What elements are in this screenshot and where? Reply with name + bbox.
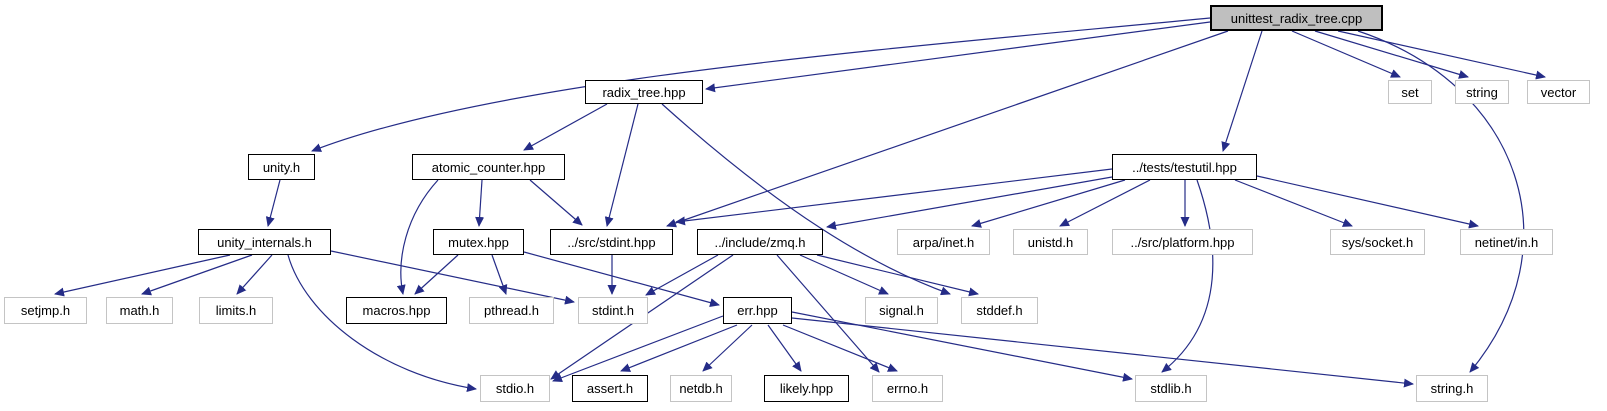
node-src_stdint_hpp[interactable]: ../src/stdint.hpp [550,229,673,255]
edge-err_hpp-to-stdio_h [552,315,724,382]
edge-err_hpp-to-errno_h [782,324,898,372]
edge-unittest_radix_tree_cpp-to-radix_tree_hpp [705,21,1211,93]
edge-unity_internals_h-to-stdio_h [287,254,477,393]
node-stdint_h: stdint.h [578,297,648,324]
edge-err_hpp-to-string_h [791,317,1414,388]
edge-unittest_radix_tree_cpp-to-unity_h [311,17,1211,152]
edge-unity_internals_h-to-setjmp_h [54,254,231,297]
edge-radix_tree_hpp-to-stddef_h [661,103,951,296]
edge-testutil_hpp-to-include_zmq_h [826,176,1113,230]
edge-testutil_hpp-to-arpa_inet_h [971,179,1126,228]
node-vector: vector [1527,80,1590,104]
node-unity_internals_h[interactable]: unity_internals.h [198,229,331,255]
edge-mutex_hpp-to-pthread_h [491,254,508,295]
edge-include_zmq_h-to-stdint_h [645,254,719,296]
edge-atomic_counter_hpp-to-macros_hpp [396,179,439,295]
node-arpa_inet_h: arpa/inet.h [897,229,990,255]
node-err_hpp[interactable]: err.hpp [723,297,792,324]
edge-unity_internals_h-to-math_h [141,254,253,296]
node-likely_hpp[interactable]: likely.hpp [764,375,849,402]
edge-unity_internals_h-to-limits_h [236,254,273,295]
node-netinet_in_h: netinet/in.h [1460,229,1553,255]
edge-include_zmq_h-to-stddef_h [816,254,979,297]
edge-unittest_radix_tree_cpp-to-src_stdint_hpp [666,30,1229,228]
edge-unittest_radix_tree_cpp-to-set [1291,30,1401,78]
node-stdlib_h: stdlib.h [1135,375,1207,402]
node-netdb_h: netdb.h [670,375,732,402]
edge-unity_internals_h-to-stdint_h [330,250,575,305]
node-unity_h[interactable]: unity.h [248,154,315,180]
node-errno_h: errno.h [872,375,943,402]
edge-err_hpp-to-stdlib_h [791,311,1133,382]
edge-atomic_counter_hpp-to-mutex_hpp [475,179,485,227]
node-setjmp_h: setjmp.h [4,297,87,324]
edge-err_hpp-to-likely_hpp [767,324,802,372]
node-signal_h: signal.h [865,297,938,324]
edge-unittest_radix_tree_cpp-to-testutil_hpp [1221,30,1263,152]
node-string: string [1455,80,1509,104]
node-assert_h[interactable]: assert.h [572,375,648,402]
node-stdio_h: stdio.h [480,375,550,402]
node-macros_hpp[interactable]: macros.hpp [346,297,447,324]
edge-mutex_hpp-to-macros_hpp [414,254,459,295]
edge-err_hpp-to-netdb_h [702,324,753,372]
edge-unittest_radix_tree_cpp-to-vector [1337,30,1546,80]
edge-unittest_radix_tree_cpp-to-string [1314,30,1469,79]
edge-err_hpp-to-assert_h [620,324,738,372]
node-unistd_h: unistd.h [1013,229,1088,255]
node-mutex_hpp[interactable]: mutex.hpp [433,229,524,255]
node-testutil_hpp[interactable]: ../tests/testutil.hpp [1112,154,1257,180]
edge-testutil_hpp-to-stdlib_h [1161,179,1214,373]
edge-unittest_radix_tree_cpp-to-string_h [1357,30,1525,373]
edge-testutil_hpp-to-sys_socket_h [1234,179,1353,227]
node-src_platform_hpp: ../src/platform.hpp [1112,229,1253,255]
node-pthread_h: pthread.h [469,297,554,324]
edge-mutex_hpp-to-err_hpp [523,251,720,307]
edge-atomic_counter_hpp-to-src_stdint_hpp [529,179,583,226]
edge-include_zmq_h-to-errno_h [776,254,880,373]
edge-radix_tree_hpp-to-src_stdint_hpp [604,103,639,227]
edge-radix_tree_hpp-to-atomic_counter_hpp [523,103,608,151]
node-stddef_h: stddef.h [961,297,1038,324]
node-string_h: string.h [1416,375,1488,402]
edge-testutil_hpp-to-unistd_h [1059,179,1151,227]
edge-testutil_hpp-to-netinet_in_h [1256,175,1479,229]
node-set: set [1388,80,1432,104]
edge-include_zmq_h-to-signal_h [799,254,889,295]
edge-unity_h-to-unity_internals_h [265,179,281,227]
node-include_zmq_h[interactable]: ../include/zmq.h [697,229,823,255]
node-limits_h: limits.h [199,297,273,324]
node-atomic_counter_hpp[interactable]: atomic_counter.hpp [412,154,565,180]
node-radix_tree_hpp[interactable]: radix_tree.hpp [585,80,703,104]
node-unittest_radix_tree_cpp: unittest_radix_tree.cpp [1210,5,1383,31]
node-sys_socket_h: sys/socket.h [1330,229,1425,255]
node-math_h: math.h [106,297,173,324]
edge-testutil_hpp-to-src_stdint_hpp [675,168,1113,226]
